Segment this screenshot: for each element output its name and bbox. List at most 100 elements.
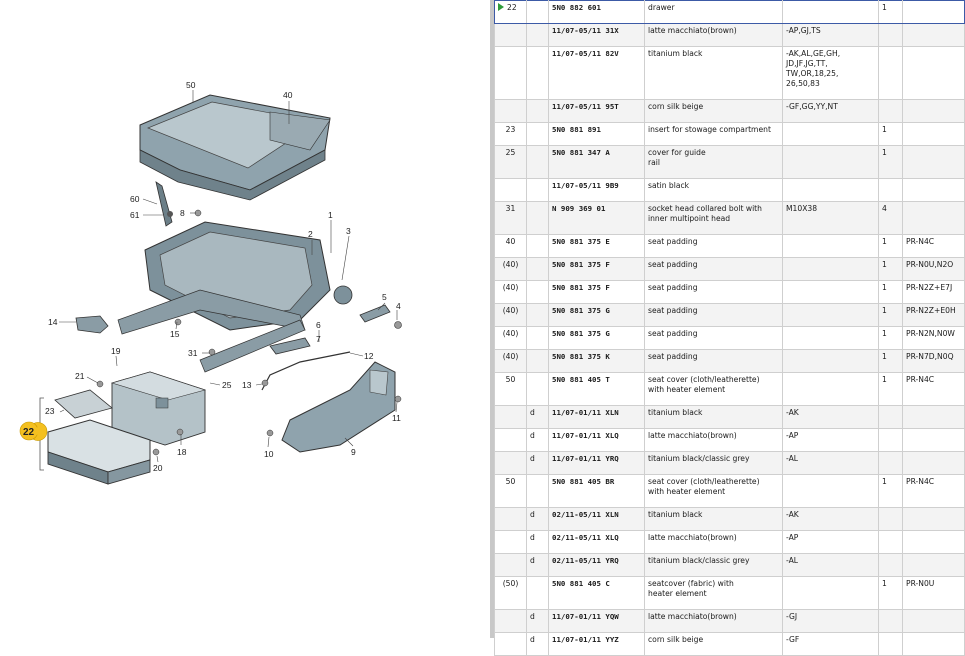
lever-60 [155,181,173,227]
cell-text: M10X38 [786,204,818,213]
cell-pos: (40) [494,326,527,350]
cell-pr [902,609,965,633]
callout-61: 61 [130,210,140,220]
cell-text: 5N0 881 891 [552,125,601,134]
cell-d [526,474,549,508]
cell-qty: 1 [878,326,903,350]
panel-divider[interactable] [490,0,494,638]
cell-text: PR-N4C [906,477,935,486]
cell-text: 1 [882,375,887,384]
cell-part: 5N0 881 891 [548,122,645,146]
cell-text: latte macchiato(brown) [648,612,737,621]
cell-text: seat padding [648,306,698,315]
cell-text: 5N0 881 375 F [552,283,610,292]
callout-15: 15 [170,329,180,339]
cell-text: d [530,533,535,542]
cell-text: seatcover (fabric) with heater element [648,579,734,598]
cell-part: 11/07-01/11 XLQ [548,428,645,452]
cell-d: d [526,553,549,577]
cell-pr: PR-N2N,N0W [902,326,965,350]
cell-part: 11/07-05/11 31X [548,23,645,47]
cell-part: 11/07-05/11 82V [548,46,645,100]
cell-text: 5N0 881 347 A [552,148,610,157]
cell-text: -AK,AL,GE,GH, JD,JF,JG,TT, TW,OR,18,25, … [786,49,841,88]
cell-part: 02/11-05/11 XLN [548,507,645,531]
cell-pr [902,632,965,656]
cell-d [526,303,549,327]
cell-notes: -GJ [782,609,879,633]
cell-d [526,0,549,24]
cell-notes [782,576,879,610]
cell-qty: 4 [878,201,903,235]
callout-2: 2 [308,229,313,239]
cell-pr [902,23,965,47]
cell-notes [782,474,879,508]
cell-text: 1 [882,283,887,292]
cell-pr [902,507,965,531]
cell-pr: PR-N4C [902,474,965,508]
cell-pos [494,507,527,531]
cell-text: PR-N7D,N0Q [906,352,954,361]
cell-pr [902,122,965,146]
cell-pr: PR-N2Z+E0H [902,303,965,327]
cell-text: PR-N0U,N2O [906,260,954,269]
cell-desc: seat padding [644,349,783,373]
cell-text: d [530,510,535,519]
cell-desc: titanium black [644,46,783,100]
cell-desc: insert for stowage compartment [644,122,783,146]
cell-d: d [526,428,549,452]
cell-desc: latte macchiato(brown) [644,530,783,554]
cell-text: -AK [786,408,799,417]
cell-text: 50 [505,477,516,486]
cell-text: 5N0 881 375 G [552,306,610,315]
callout-18: 18 [177,447,187,457]
cell-text: satin black [648,181,690,190]
cell-pr [902,405,965,429]
selected-row-arrow-icon [498,3,504,11]
part-2 [333,285,353,305]
cell-desc: socket head collared bolt with inner mul… [644,201,783,235]
cell-part: 5N0 881 375 F [548,257,645,281]
cell-d [526,234,549,258]
callout-40: 40 [283,90,293,100]
callout-7: 7 [316,334,321,344]
cell-pos [494,178,527,202]
cell-text: 1 [882,477,887,486]
cell-text: 11/07-01/11 YQW [552,612,619,621]
cell-desc: titanium black/classic grey [644,451,783,475]
cell-text: PR-N4C [906,237,935,246]
cell-pr [902,46,965,100]
cell-text: seat padding [648,329,698,338]
callout-22-highlight[interactable]: 22 [19,421,48,441]
cell-text: d [530,454,535,463]
cell-qty [878,405,903,429]
cell-qty [878,46,903,100]
cell-text: corn silk beige [648,102,704,111]
cell-text: 22 [507,3,517,12]
